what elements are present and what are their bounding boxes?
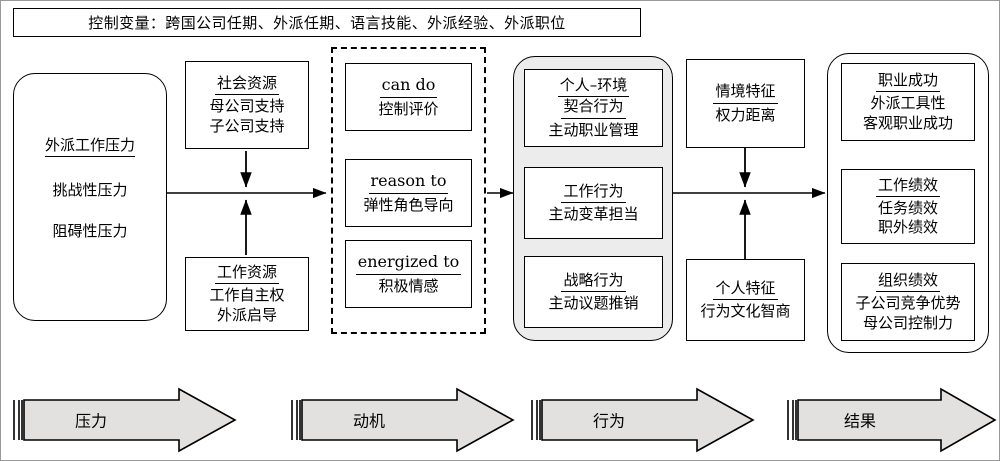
motivation-energized-to-header: energized to <box>355 252 462 275</box>
personal-moderator-item: 行为文化智商 <box>700 302 791 320</box>
social-resource-box: 社会资源 母公司支持 子公司支持 <box>185 61 309 149</box>
behavior-strategic-item: 主动议题推销 <box>548 294 639 312</box>
motivation-can-do-item: 控制评价 <box>378 99 439 118</box>
behavior-job-header: 工作行为 <box>561 182 626 203</box>
motivation-energized-to-box: energized to 积极情感 <box>345 240 472 308</box>
behavior-fit-box: 个人–环境 契合行为 主动职业管理 <box>524 69 663 147</box>
phase-label-stress: 压力 <box>74 411 107 431</box>
motivation-reason-to-box: reason to 弹性角色导向 <box>345 159 472 227</box>
motivation-can-do-header: can do <box>379 75 438 98</box>
work-resource-header: 工作资源 <box>214 263 279 285</box>
phase-label-outcome: 结果 <box>843 411 876 431</box>
personal-moderator-box: 个人特征 行为文化智商 <box>686 259 805 341</box>
job-performance-box: 工作绩效 任务绩效 职外绩效 <box>841 169 975 244</box>
phase-arrow-behavior: 行为 <box>529 387 755 453</box>
behavior-job-item: 主动变革担当 <box>548 205 639 223</box>
phase-arrow-motivation: 动机 <box>289 387 515 453</box>
control-variables-banner: 控制变量：跨国公司任期、外派任期、语言技能、外派经验、外派职位 <box>13 8 641 37</box>
job-performance-item-task: 任务绩效 <box>877 198 938 217</box>
work-resource-item-mentoring: 外派启导 <box>216 305 277 324</box>
behavior-fit-header-line2: 契合行为 <box>561 97 626 119</box>
control-variables-label: 控制变量：跨国公司任期、外派任期、语言技能、外派经验、外派职位 <box>88 14 566 32</box>
org-performance-item-control: 母公司控制力 <box>862 313 953 332</box>
behavior-job-box: 工作行为 主动变革担当 <box>524 167 663 239</box>
behavior-fit-header-line1: 个人–环境 <box>557 76 630 98</box>
social-resource-item-parent: 母公司支持 <box>209 97 285 116</box>
phase-label-behavior: 行为 <box>592 411 625 431</box>
behavior-strategic-header: 战略行为 <box>561 271 626 292</box>
motivation-reason-to-header: reason to <box>368 171 449 194</box>
phase-arrow-outcome: 结果 <box>785 387 997 453</box>
motivation-reason-to-item: 弹性角色导向 <box>363 195 454 214</box>
org-performance-box: 组织绩效 子公司竞争优势 母公司控制力 <box>841 263 975 341</box>
work-resource-item-autonomy: 工作自主权 <box>209 286 285 305</box>
phase-arrow-stress: 压力 <box>11 387 237 453</box>
phase-label-motivation: 动机 <box>352 411 385 431</box>
stress-panel: 外派工作压力 挑战性压力 阻碍性压力 <box>13 73 167 321</box>
career-success-box: 职业成功 外派工具性 客观职业成功 <box>841 63 975 141</box>
context-moderator-header: 情境特征 <box>713 82 778 104</box>
social-resource-item-sub: 子公司支持 <box>209 116 285 135</box>
behavior-fit-item: 主动职业管理 <box>548 120 639 139</box>
career-success-item-objective: 客观职业成功 <box>862 113 953 132</box>
career-success-header: 职业成功 <box>875 71 940 93</box>
org-performance-header: 组织绩效 <box>875 271 940 293</box>
job-performance-item-contextual: 职外绩效 <box>877 218 938 237</box>
context-moderator-item: 权力距离 <box>715 105 776 124</box>
personal-moderator-header: 个人特征 <box>713 279 778 300</box>
org-performance-item-advantage: 子公司竞争优势 <box>855 294 961 313</box>
job-performance-header: 工作绩效 <box>875 176 940 197</box>
behavior-strategic-box: 战略行为 主动议题推销 <box>524 256 663 328</box>
stress-item-hindrance: 阻碍性压力 <box>52 222 128 240</box>
work-resource-box: 工作资源 工作自主权 外派启导 <box>185 257 309 331</box>
career-success-item-instrumentality: 外派工具性 <box>870 94 946 113</box>
stress-header: 外派工作压力 <box>44 134 135 157</box>
social-resource-header: 社会资源 <box>214 74 279 96</box>
stress-item-challenge: 挑战性压力 <box>52 181 128 199</box>
context-moderator-box: 情境特征 权力距离 <box>686 59 805 148</box>
motivation-can-do-box: can do 控制评价 <box>345 63 472 131</box>
motivation-energized-to-item: 积极情感 <box>378 276 439 295</box>
